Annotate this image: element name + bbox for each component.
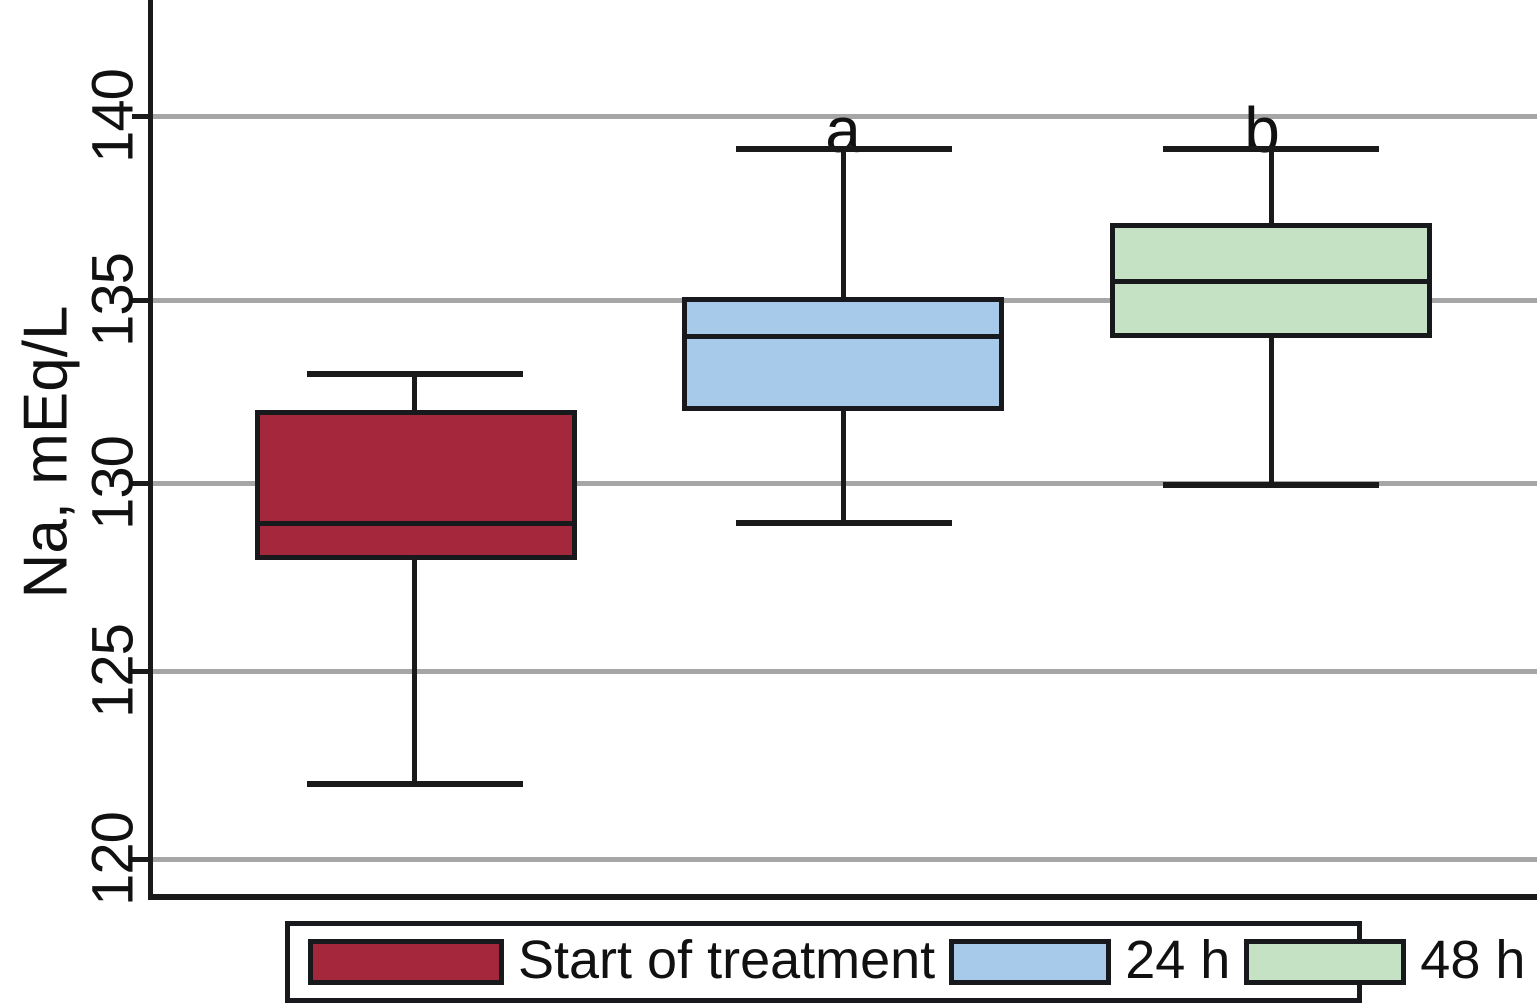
y-tick-135	[132, 298, 152, 303]
legend-item-24h[interactable]: 24 h	[949, 926, 1244, 998]
legend-label-start-of-treatment: Start of treatment	[518, 930, 936, 990]
whisker-lower-line-3	[1269, 336, 1274, 485]
whisker-lower-cap-2	[736, 520, 952, 526]
median-line-1	[255, 521, 577, 526]
y-tick-label-125-text: 125	[80, 624, 146, 718]
box-body-2	[682, 297, 1004, 411]
box-body-1	[255, 410, 577, 560]
y-tick-label-140-text: 140	[80, 69, 146, 163]
legend-swatch-48h	[1244, 939, 1407, 985]
legend-label-48h: 48 h	[1420, 930, 1526, 990]
gridline-120	[153, 857, 1537, 862]
whisker-lower-line-1	[412, 558, 417, 785]
y-tick-120	[132, 857, 152, 862]
y-tick-125	[132, 669, 152, 674]
gridline-140	[153, 114, 1537, 119]
whisker-lower-cap-3	[1163, 482, 1379, 488]
whisker-lower-cap-1	[307, 781, 523, 787]
legend-swatch-start-of-treatment	[308, 939, 504, 985]
legend-label-24h: 24 h	[1125, 930, 1231, 990]
y-axis-title: Na, mEq/L	[11, 305, 81, 599]
y-tick-130	[132, 481, 152, 486]
x-axis-spine	[148, 894, 1537, 900]
y-tick-label-130-text: 130	[80, 436, 146, 530]
whisker-upper-line-2	[841, 148, 846, 300]
legend-item-48h[interactable]: 48 h	[1244, 926, 1537, 998]
legend-swatch-24h	[949, 939, 1112, 985]
legend: Start of treatment 24 h 48 h	[285, 921, 1525, 1003]
y-axis-spine	[148, 0, 153, 900]
whisker-lower-line-2	[841, 409, 846, 524]
whisker-upper-line-1	[412, 373, 417, 413]
whisker-upper-line-3	[1269, 148, 1274, 226]
y-tick-label-120-text: 120	[80, 812, 146, 906]
significance-letter-b: b	[1244, 94, 1280, 166]
whisker-upper-cap-1	[307, 371, 523, 377]
gridline-125	[153, 669, 1537, 674]
y-tick-label-135-text: 135	[80, 253, 146, 347]
median-line-3	[1110, 279, 1432, 284]
median-line-2	[682, 334, 1004, 339]
legend-item-start-of-treatment[interactable]: Start of treatment	[308, 926, 949, 998]
y-tick-140	[132, 114, 152, 119]
